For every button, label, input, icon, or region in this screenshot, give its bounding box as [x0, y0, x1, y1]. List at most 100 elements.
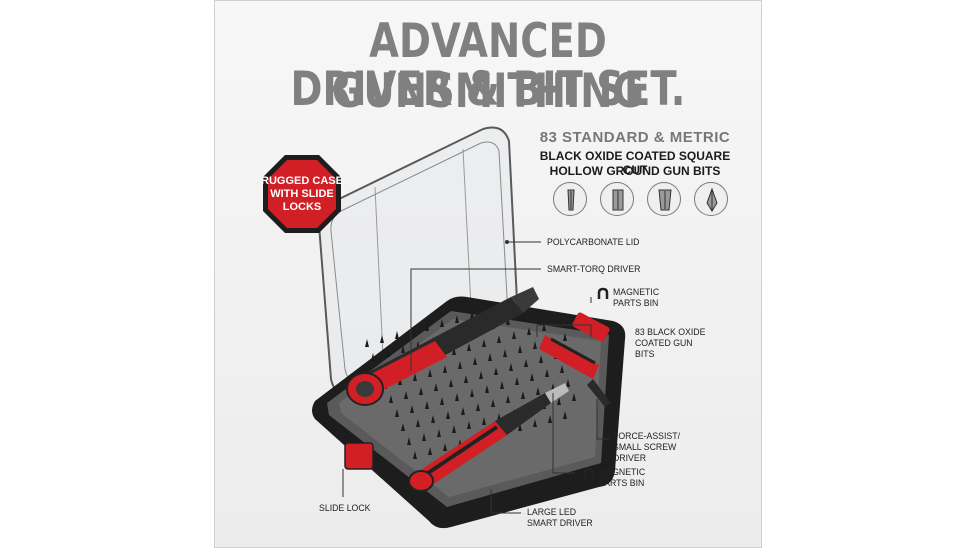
bit	[431, 415, 435, 423]
spec-line-1: 83 STANDARD & METRIC	[539, 129, 731, 146]
bit	[452, 425, 456, 433]
bit	[425, 401, 429, 409]
bit	[365, 339, 369, 347]
callout-magnetic-parts-bin-bottom: MAGNETIC PARTS BIN	[599, 467, 646, 489]
bit	[473, 357, 477, 365]
bit	[455, 393, 459, 401]
bit	[536, 387, 540, 395]
bit	[560, 365, 564, 373]
bit	[443, 365, 447, 373]
bit	[425, 323, 429, 331]
bit	[452, 347, 456, 355]
bit	[455, 315, 459, 323]
bit	[524, 359, 528, 367]
bit	[539, 355, 543, 363]
bit	[503, 349, 507, 357]
bit	[482, 339, 486, 347]
bit	[422, 433, 426, 441]
headline-line-2: DRIVER & BIT SET.	[290, 62, 686, 117]
bit	[434, 383, 438, 391]
callout-force-assist-driver: FORCE-ASSIST/ SMALL SCREW DRIVER	[613, 431, 681, 464]
bit	[515, 377, 519, 385]
bit	[404, 391, 408, 399]
large-led-driver	[408, 383, 569, 492]
bit	[419, 387, 423, 395]
bit	[497, 335, 501, 343]
bit	[500, 381, 504, 389]
bit	[371, 353, 375, 361]
bit	[512, 331, 516, 339]
slide-lock	[344, 442, 374, 470]
headline-line-1: ADVANCED GUNSMITHING	[331, 14, 645, 119]
bit	[518, 345, 522, 353]
bit	[533, 341, 537, 349]
bit	[494, 367, 498, 375]
bit	[572, 393, 576, 401]
bit	[380, 335, 384, 343]
bit	[440, 397, 444, 405]
bit	[563, 411, 567, 419]
bit	[428, 369, 432, 377]
callout-large-led-driver: LARGE LED SMART DRIVER	[527, 507, 593, 529]
bit	[413, 373, 417, 381]
bit	[509, 363, 513, 371]
bit	[470, 311, 474, 319]
bit	[410, 405, 414, 413]
bit	[401, 345, 405, 353]
leader-lines	[342, 240, 609, 514]
bit	[470, 389, 474, 397]
bit	[386, 349, 390, 357]
bit	[479, 371, 483, 379]
bit	[533, 419, 537, 427]
bit	[440, 319, 444, 327]
bit	[467, 421, 471, 429]
bit	[449, 379, 453, 387]
bit	[389, 395, 393, 403]
bit	[521, 313, 525, 321]
magnet-icon	[583, 467, 595, 481]
bit	[416, 419, 420, 427]
bit	[521, 391, 525, 399]
bit	[413, 451, 417, 459]
smart-torq-driver	[346, 287, 539, 406]
callout-polycarbonate-lid: POLYCARBONATE LID	[547, 237, 640, 248]
bit	[488, 353, 492, 361]
bit	[461, 407, 465, 415]
callout-magnetic-parts-bin-top: MAGNETIC PARTS BIN	[613, 287, 660, 309]
bit	[476, 403, 480, 411]
bit	[401, 423, 405, 431]
bit	[395, 331, 399, 339]
bit	[395, 409, 399, 417]
bit	[527, 327, 531, 335]
bit	[518, 423, 522, 431]
bit	[428, 447, 432, 455]
callout-smart-torq-driver: SMART-TORQ DRIVER	[547, 264, 641, 275]
phillips-bit-icon	[694, 182, 728, 216]
bit	[491, 399, 495, 407]
spec-line-3: HOLLOW GROUND GUN BITS	[549, 164, 721, 178]
callout-black-oxide-bits: 83 BLACK OXIDE COATED GUN BITS	[635, 327, 706, 360]
wide-flat-bit-icon	[647, 182, 681, 216]
tool-case-illustration	[312, 126, 626, 529]
bit	[407, 437, 411, 445]
magnet-icon	[597, 287, 609, 301]
bit	[485, 385, 489, 393]
square-bit-icon	[600, 182, 634, 216]
bit	[563, 333, 567, 341]
bit	[464, 375, 468, 383]
bit	[458, 361, 462, 369]
bit	[506, 395, 510, 403]
bit	[542, 323, 546, 331]
bit	[467, 343, 471, 351]
bit	[437, 429, 441, 437]
bit	[545, 369, 549, 377]
bit	[530, 373, 534, 381]
bit	[446, 411, 450, 419]
bit	[482, 417, 486, 425]
callout-slide-lock: SLIDE LOCK	[319, 503, 371, 514]
badge-text: RUGGED CASE WITH SLIDE LOCKS	[261, 175, 343, 213]
spec-line-2: BLACK OXIDE COATED SQUARE CUT	[539, 149, 731, 177]
bit	[566, 379, 570, 387]
bit	[557, 397, 561, 405]
bit	[548, 415, 552, 423]
